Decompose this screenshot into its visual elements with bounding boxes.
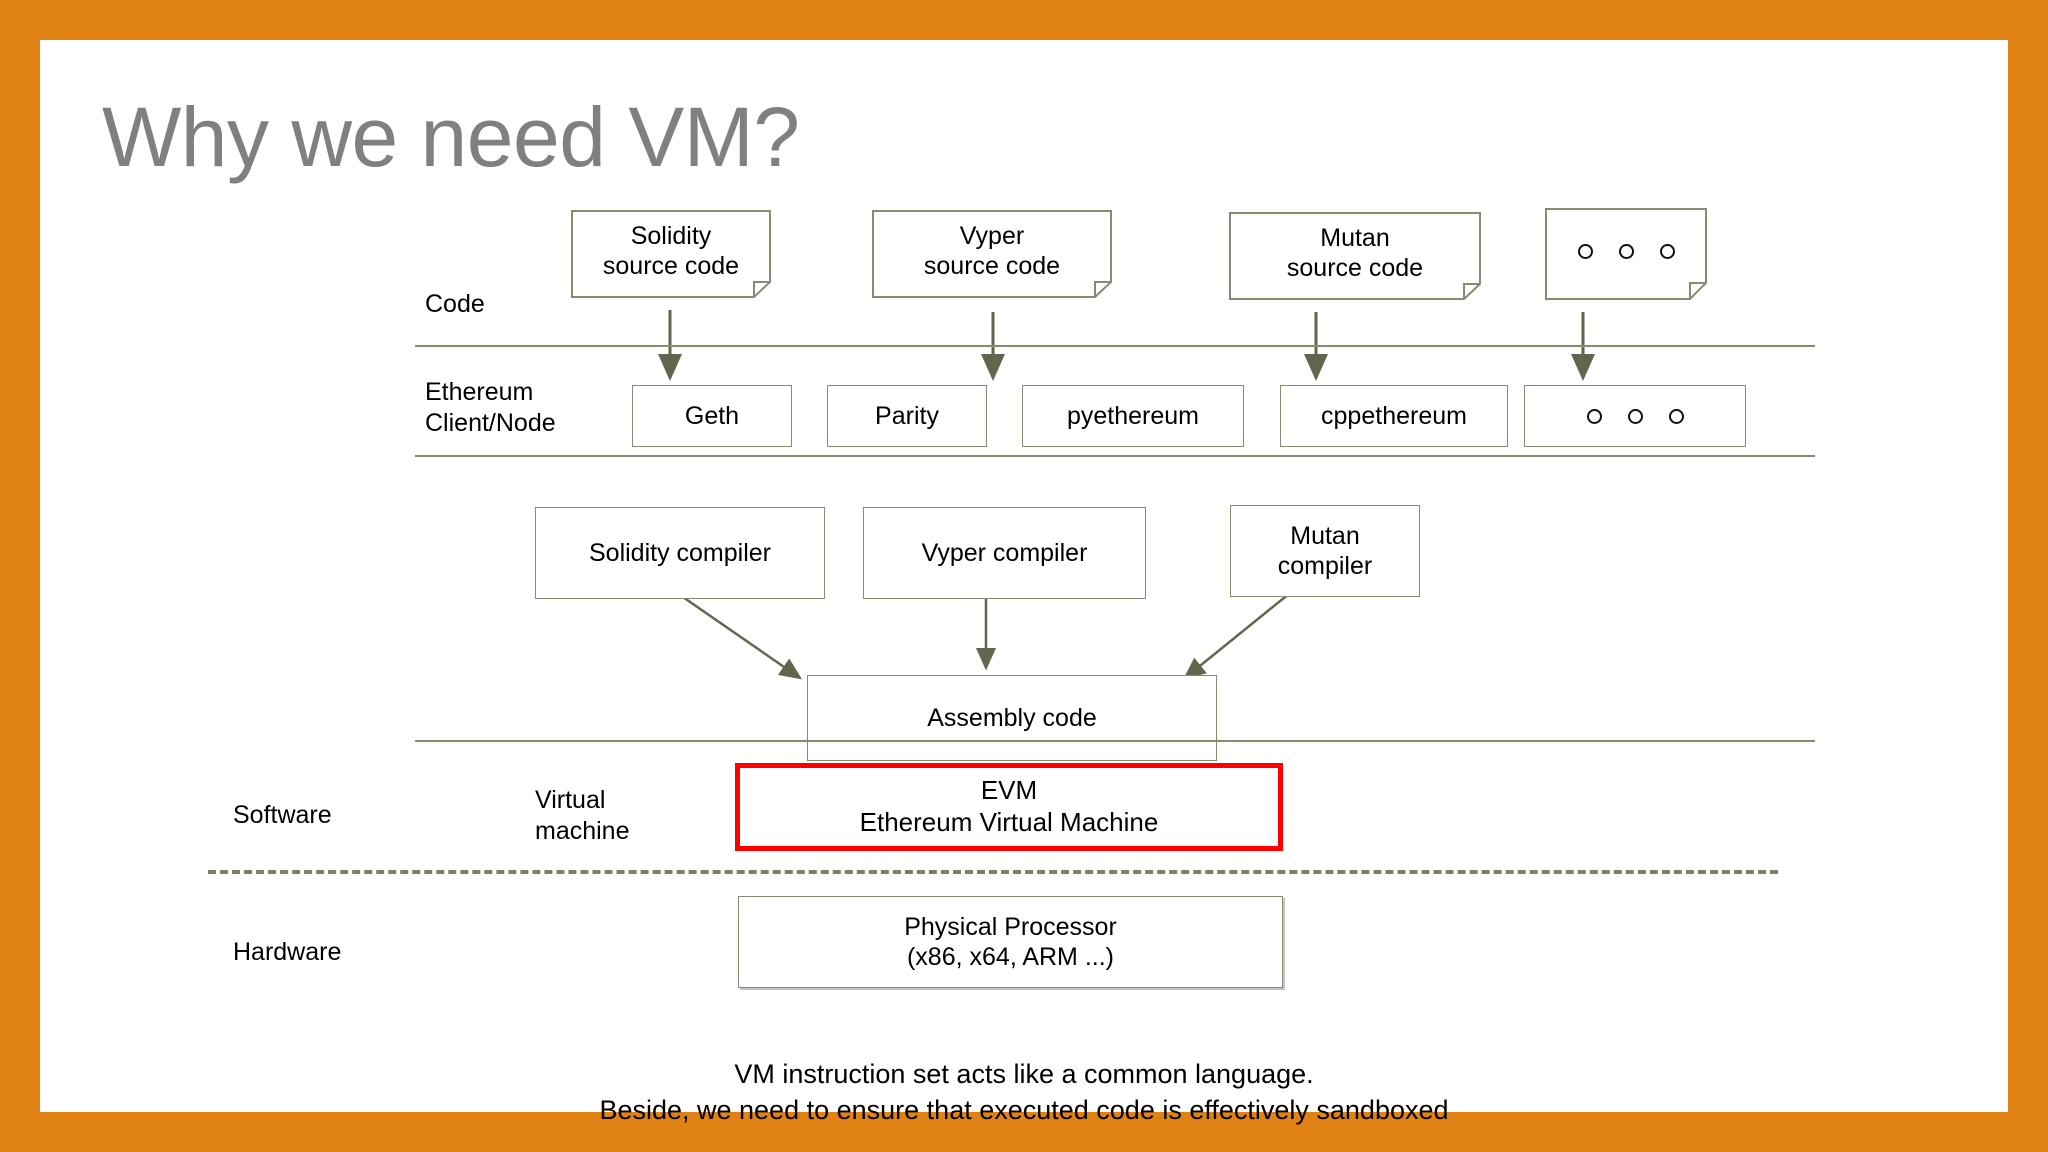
- code-box-solidity-line2: source code: [602, 252, 740, 280]
- ellipsis-dots-icon: [1586, 408, 1684, 424]
- divider-client-compilers: [415, 455, 1815, 457]
- client-box-more: [1524, 385, 1746, 447]
- code-box-mutan: Mutan source code: [1229, 212, 1481, 300]
- compiler-box-vyper-label: Vyper compiler: [921, 538, 1088, 567]
- code-box-mutan-line2: source code: [1286, 254, 1424, 282]
- code-box-more-label: [1545, 208, 1707, 300]
- client-box-pyethereum-label: pyethereum: [1066, 401, 1200, 430]
- code-box-vyper-line1: Vyper: [959, 221, 1025, 250]
- footer-line-1: VM instruction set acts like a common la…: [734, 1059, 1314, 1089]
- row-label-code: Code: [425, 290, 485, 318]
- client-box-cppethereum: cppethereum: [1280, 385, 1508, 447]
- divider-code-client: [415, 345, 1815, 347]
- footer-note: VM instruction set acts like a common la…: [40, 1056, 2008, 1129]
- document-shape-icon: [1229, 212, 1481, 300]
- divider-software-hardware: [208, 870, 1778, 874]
- client-box-geth-label: Geth: [684, 401, 740, 430]
- code-box-mutan-line1: Mutan: [1320, 223, 1390, 252]
- physical-processor-line2: (x86, x64, ARM ...): [906, 943, 1114, 971]
- footer-line-2: Beside, we need to ensure that executed …: [599, 1095, 1449, 1126]
- ellipsis-dots-icon: [1577, 243, 1675, 259]
- code-box-mutan-label: Mutan source code: [1229, 212, 1481, 300]
- compiler-box-vyper: Vyper compiler: [863, 507, 1146, 599]
- assembly-code-box: Assembly code: [807, 675, 1217, 761]
- physical-processor-box: Physical Processor (x86, x64, ARM ...): [738, 896, 1283, 988]
- evm-box-line1: EVM: [980, 775, 1038, 806]
- physical-processor-line1: Physical Processor: [904, 912, 1117, 941]
- layer-label-hardware: Hardware: [233, 938, 342, 966]
- sublayer-label-virtual-machine: Virtual machine: [535, 786, 630, 846]
- row-label-client: Ethereum Client/Node: [425, 378, 556, 438]
- compiler-box-mutan-line1: Mutan: [1290, 521, 1360, 550]
- divider-assembly-software: [415, 740, 1815, 742]
- compiler-box-mutan-line2: compiler: [1277, 552, 1373, 580]
- code-box-vyper-label: Vyper source code: [872, 210, 1112, 298]
- code-box-vyper: Vyper source code: [872, 210, 1112, 298]
- code-box-solidity: Solidity source code: [571, 210, 771, 298]
- client-box-parity: Parity: [827, 385, 987, 447]
- evm-box-line2: Ethereum Virtual Machine: [859, 807, 1159, 837]
- compiler-box-solidity: Solidity compiler: [535, 507, 825, 599]
- client-box-geth: Geth: [632, 385, 792, 447]
- layer-label-software: Software: [233, 801, 332, 829]
- document-shape-icon: [571, 210, 771, 298]
- compiler-box-mutan: Mutan compiler: [1230, 505, 1420, 597]
- compiler-box-solidity-label: Solidity compiler: [588, 538, 771, 567]
- evm-box: EVM Ethereum Virtual Machine: [735, 763, 1283, 851]
- code-box-vyper-line2: source code: [923, 252, 1061, 280]
- client-box-parity-label: Parity: [875, 401, 939, 430]
- client-box-pyethereum: pyethereum: [1022, 385, 1244, 447]
- assembly-code-label: Assembly code: [927, 703, 1097, 732]
- code-box-more: [1545, 208, 1707, 300]
- document-shape-icon: [872, 210, 1112, 298]
- page-title: Why we need VM?: [102, 90, 800, 184]
- client-box-cppethereum-label: cppethereum: [1321, 401, 1467, 430]
- slide-canvas: Why we need VM? Code: [40, 40, 2008, 1125]
- code-box-solidity-label: Solidity source code: [571, 210, 771, 298]
- code-box-solidity-line1: Solidity: [630, 221, 712, 250]
